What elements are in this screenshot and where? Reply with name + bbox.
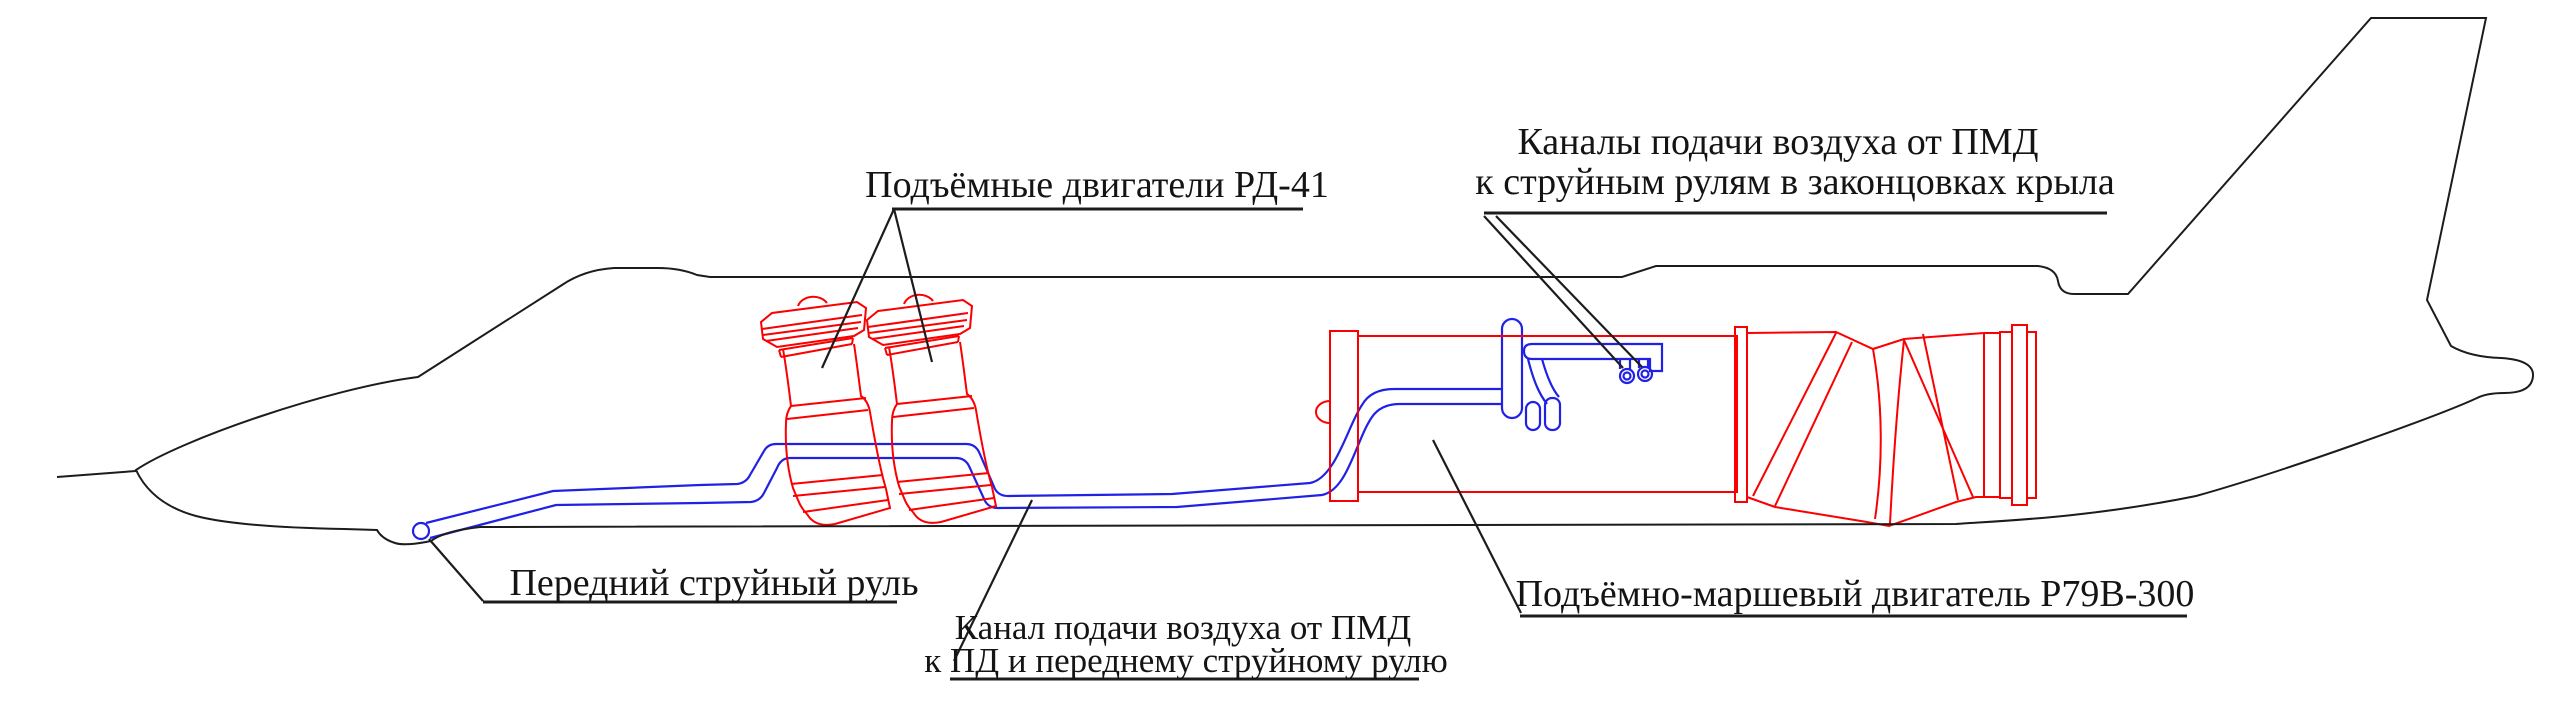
nozzle-front-flange bbox=[1734, 326, 1748, 503]
leader-front-jet-vane bbox=[428, 538, 484, 602]
leader-lines bbox=[428, 208, 1643, 662]
rear-flange-plate-right bbox=[2026, 331, 2037, 499]
wingtip-bleed-port-2-outer bbox=[1636, 365, 1654, 383]
pitot-boom bbox=[56, 470, 137, 478]
wingtip-bleed-port-1-inner bbox=[1622, 371, 1632, 381]
nozzle-waist-lines bbox=[1872, 339, 1905, 525]
label-lift-cruise-engine: Подъёмно-маршевый двигатель Р79В-300 bbox=[1516, 573, 2195, 615]
nozzle-joint-diagonals-right bbox=[1903, 333, 1974, 501]
front-jet-vane bbox=[411, 521, 431, 541]
lift-cruise-engine-drawing bbox=[1315, 324, 2037, 528]
engine-front-bump bbox=[1315, 400, 1331, 424]
wingtip-bleed-port-1-outer bbox=[1618, 367, 1636, 385]
label-wingtip-channels-line1: Каналы подачи воздуха от ПМД bbox=[1517, 121, 2038, 163]
rear-flange-plate-left bbox=[1999, 331, 2013, 499]
manifold-drop-tube-b bbox=[1543, 396, 1562, 432]
fuselage-path bbox=[134, 17, 2535, 546]
label-feed-channel-line2: к ПД и переднему струйному рулю bbox=[924, 641, 1448, 680]
duct-upper-line bbox=[425, 387, 1502, 525]
leader-feed-channel bbox=[953, 499, 1033, 662]
engine-front-flange bbox=[1329, 330, 1359, 502]
leader-lift-engine-rear bbox=[892, 208, 934, 363]
label-wingtip-channels-line2: к струйным рулям в законцовках крыла bbox=[1475, 161, 2115, 203]
leader-lift-cruise-engine bbox=[1432, 439, 1522, 614]
label-feed-channel-line1: Канал подачи воздуха от ПМД bbox=[955, 608, 1412, 647]
wingtip-bleed-port-2-inner bbox=[1640, 369, 1650, 379]
fuselage-outline bbox=[56, 17, 2535, 546]
lift-engine-front bbox=[760, 295, 891, 526]
labels-group: Подъёмные двигатели РД-41 Каналы подачи … bbox=[509, 121, 2194, 680]
manifold-drop-tube-a bbox=[1524, 400, 1542, 432]
rear-flange-bar bbox=[2011, 324, 2028, 506]
label-front-jet-vane: Передний струйный руль bbox=[509, 562, 918, 604]
nozzle-rear-connect bbox=[1984, 332, 2000, 498]
label-underlines bbox=[483, 207, 2187, 681]
leader-wingtip-port-2 bbox=[1495, 215, 1643, 368]
bleed-manifold-vertical-tube bbox=[1500, 317, 1524, 420]
engines-group bbox=[760, 293, 2037, 528]
nozzle-bottom-edge bbox=[1746, 496, 1984, 528]
air-duct-system bbox=[411, 317, 1664, 541]
leader-lift-engine-front bbox=[820, 208, 896, 369]
label-lift-engines: Подъёмные двигатели РД-41 bbox=[865, 164, 1329, 206]
nozzle-top-edge bbox=[1746, 330, 1985, 351]
leader-wingtip-port-1 bbox=[1483, 215, 1624, 369]
duct-lower-line bbox=[429, 402, 1502, 540]
nozzle-joint-diagonals-left bbox=[1752, 332, 1853, 507]
